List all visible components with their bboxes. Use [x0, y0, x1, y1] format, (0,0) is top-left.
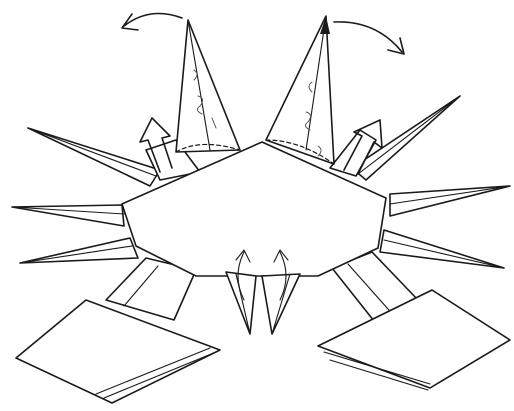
leg-right-3	[380, 230, 504, 268]
leg-right-1-crease	[358, 96, 460, 174]
claw-right	[318, 252, 510, 390]
eye-stalk-left-shape	[176, 20, 240, 152]
arrow-top-right	[334, 22, 402, 52]
leg-left-3	[20, 238, 138, 263]
claw-right-pincer	[318, 290, 510, 388]
leg-left-1-crease	[28, 128, 156, 176]
claw-left	[16, 258, 220, 403]
eye-stalk-right	[266, 16, 334, 164]
claw-left-pincer	[16, 300, 220, 403]
eye-stalk-right-shape	[266, 16, 334, 164]
leg-left-1	[28, 128, 160, 186]
mouth-flap-left	[226, 272, 256, 334]
mouth-flaps	[226, 272, 300, 334]
arrow-top-left	[124, 14, 182, 27]
eye-stalk-left	[176, 20, 240, 152]
